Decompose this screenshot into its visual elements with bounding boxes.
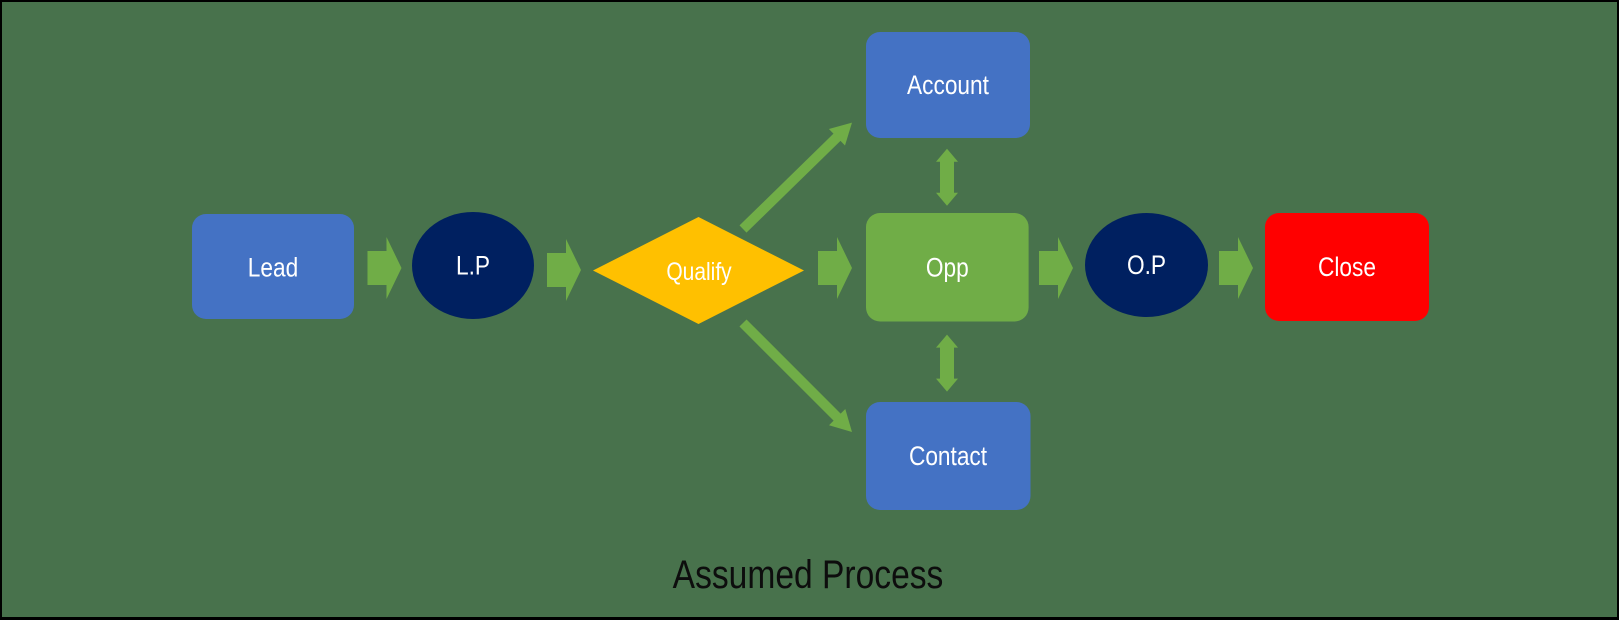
svg-text:Lead: Lead (248, 253, 298, 283)
svg-text:Qualify: Qualify (666, 257, 732, 285)
svg-text:Assumed Process: Assumed Process (673, 552, 944, 596)
svg-text:Contact: Contact (909, 441, 987, 471)
svg-text:Close: Close (1318, 252, 1376, 282)
svg-text:O.P: O.P (1127, 250, 1166, 280)
svg-text:L.P: L.P (456, 251, 490, 281)
svg-text:Opp: Opp (926, 253, 969, 283)
svg-text:Account: Account (907, 70, 989, 100)
